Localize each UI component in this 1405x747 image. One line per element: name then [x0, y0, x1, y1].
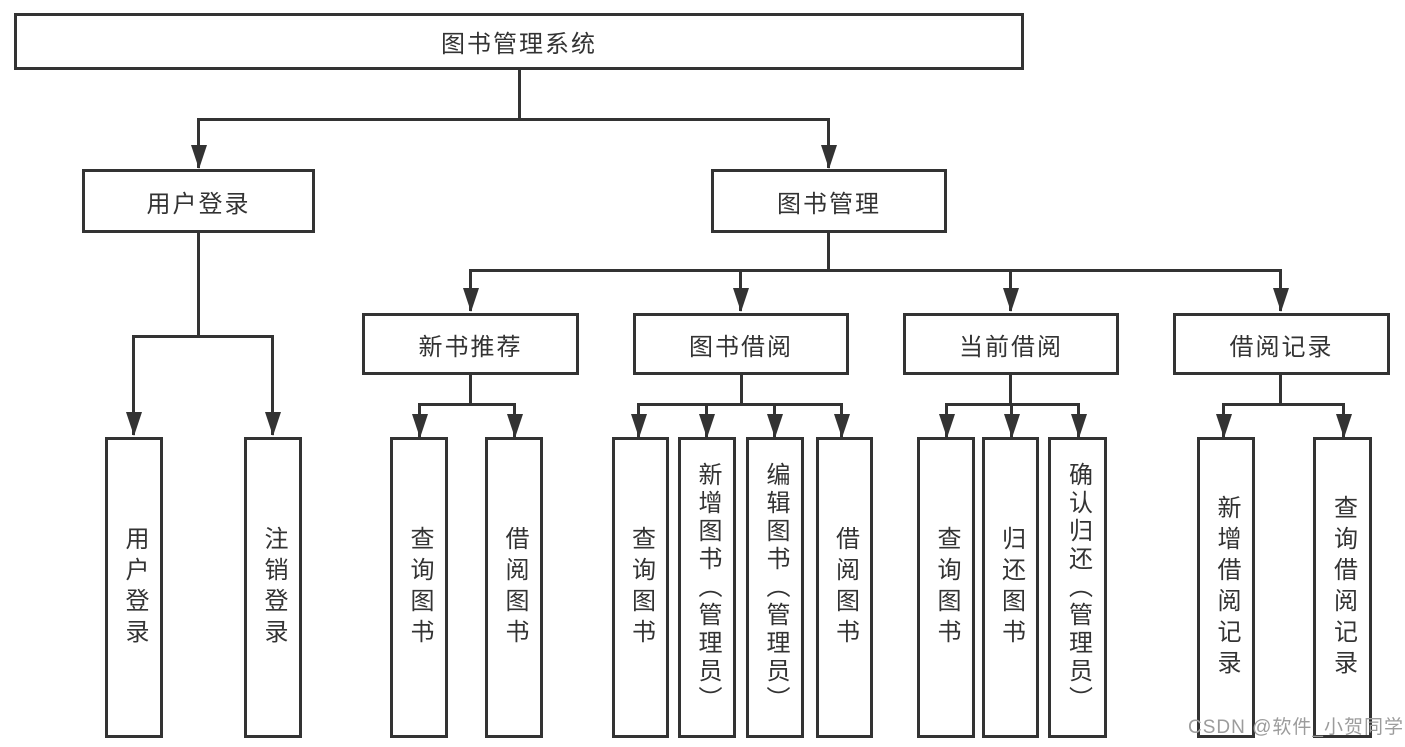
connector-root-stem	[518, 69, 521, 119]
connector-book-borrow-bar	[637, 403, 843, 406]
connector-arrow-current-borrow	[1002, 269, 1019, 312]
connector-arrow-query-record	[1335, 403, 1352, 438]
connector-arrow-query-book-new	[411, 403, 428, 438]
connector-root-bar	[197, 118, 830, 121]
node-leaf-borrow-book-borrow: 借阅图书	[816, 437, 873, 738]
connector-arrow-borrow-book-borrow	[833, 403, 850, 438]
connector-arrow-book-mgmt	[820, 118, 837, 169]
node-leaf-add-book: 新增图书（管理员）	[678, 437, 736, 738]
connector-book-mgmt-bar	[469, 269, 1282, 272]
connector-arrow-add-book	[698, 403, 715, 438]
node-root: 图书管理系统	[14, 13, 1024, 70]
connector-book-borrow-stem	[740, 375, 743, 405]
connector-borrow-record-bar	[1222, 403, 1345, 406]
connector-arrow-query-book-borrow	[630, 403, 647, 438]
connector-new-book-stem	[469, 375, 472, 405]
connector-borrow-record-stem	[1279, 375, 1282, 405]
node-book-borrow: 图书借阅	[633, 313, 849, 375]
node-user-login: 用户登录	[82, 169, 315, 233]
connector-new-book-bar	[418, 403, 516, 406]
connector-arrow-add-record	[1215, 403, 1232, 438]
node-leaf-return-book: 归还图书	[982, 437, 1039, 738]
node-new-book-rec: 新书推荐	[362, 313, 579, 375]
connector-arrow-book-borrow	[732, 269, 749, 312]
connector-book-mgmt-stem	[827, 233, 830, 272]
connector-arrow-new-book-rec	[462, 269, 479, 312]
node-leaf-logout: 注销登录	[244, 437, 302, 738]
node-current-borrow: 当前借阅	[903, 313, 1119, 375]
connector-arrow-borrow-book-new	[506, 403, 523, 438]
connector-user-login-bar	[132, 335, 274, 338]
connector-current-borrow-stem	[1009, 375, 1012, 405]
node-leaf-query-book-current: 查询图书	[917, 437, 975, 738]
node-leaf-query-record: 查询借阅记录	[1313, 437, 1372, 738]
connector-arrow-confirm-return	[1070, 403, 1087, 438]
csdn-watermark: CSDN @软件_小贺同学	[1188, 717, 1404, 738]
connector-arrow-leaf-user-login	[125, 335, 142, 436]
node-leaf-edit-book: 编辑图书（管理员）	[746, 437, 804, 738]
connector-arrow-query-book-current	[938, 403, 955, 438]
node-leaf-confirm-return: 确认归还（管理员）	[1048, 437, 1107, 738]
connector-arrow-user-login	[190, 118, 207, 169]
connector-arrow-return-book	[1003, 403, 1020, 438]
node-leaf-query-book-borrow: 查询图书	[612, 437, 669, 738]
node-leaf-query-book-new: 查询图书	[390, 437, 448, 738]
node-borrow-record: 借阅记录	[1173, 313, 1390, 375]
node-leaf-user-login: 用户登录	[105, 437, 163, 738]
node-leaf-add-record: 新增借阅记录	[1197, 437, 1255, 738]
node-book-mgmt: 图书管理	[711, 169, 947, 233]
connector-user-login-stem	[197, 233, 200, 336]
connector-arrow-leaf-logout	[264, 335, 281, 436]
connector-arrow-borrow-record	[1272, 269, 1289, 312]
connector-arrow-edit-book	[766, 403, 783, 438]
node-leaf-borrow-book-new: 借阅图书	[485, 437, 543, 738]
